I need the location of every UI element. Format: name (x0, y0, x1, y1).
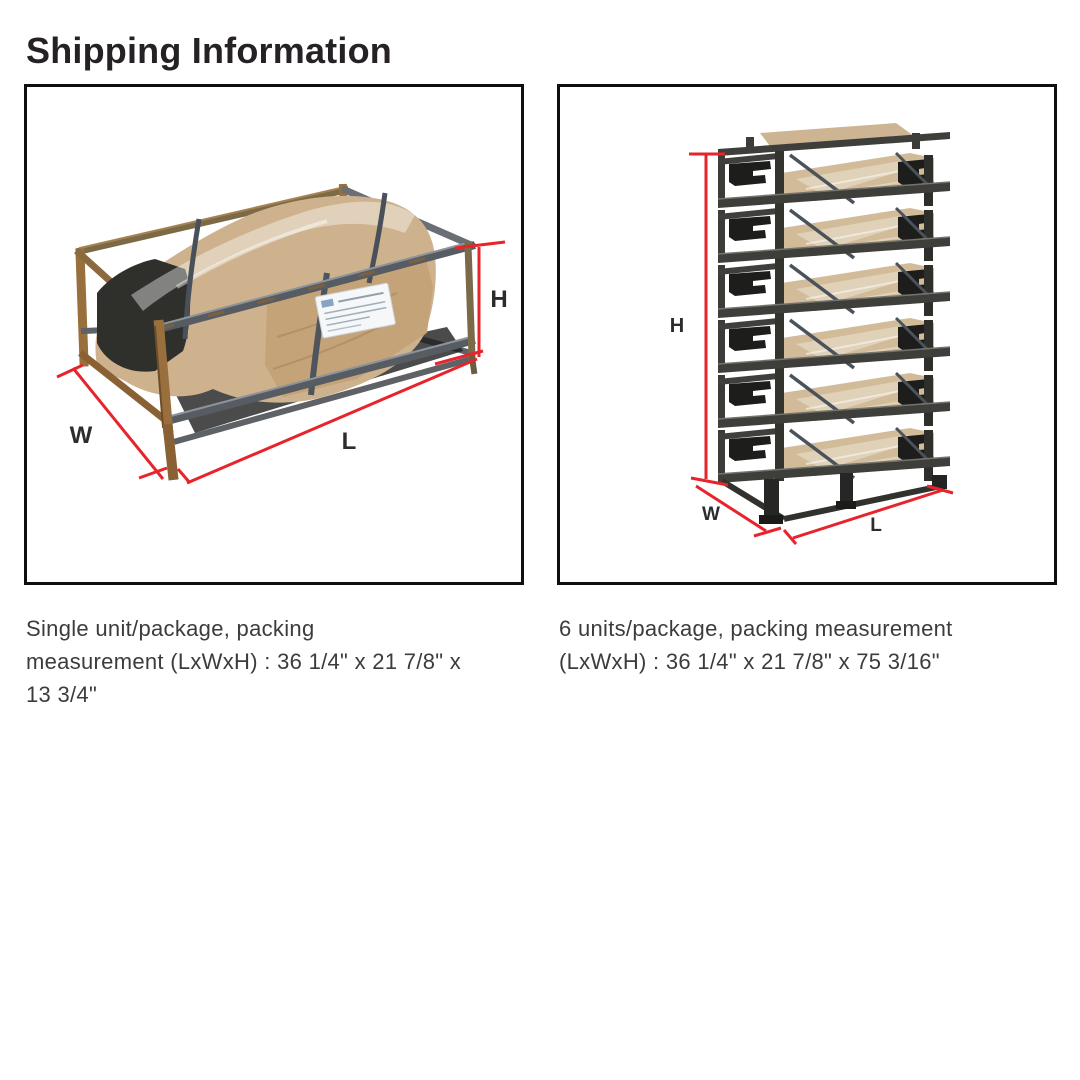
page-title: Shipping Information (26, 30, 392, 72)
dimension-line-length (176, 357, 478, 485)
dimension-line-height (689, 152, 729, 487)
rack-unit-2 (716, 204, 952, 265)
dimension-line-length (782, 484, 954, 545)
dimension-line-width (56, 363, 168, 480)
crate-front-frame (78, 240, 478, 481)
rack-unit-5 (716, 369, 952, 430)
dimension-label-h: H (670, 315, 684, 337)
rack-unit-3 (716, 259, 952, 320)
single-unit-caption: Single unit/package, packing measurement… (26, 612, 532, 711)
dimension-label-l: L (342, 428, 357, 455)
six-unit-photo: H W L (670, 123, 954, 545)
package-dark-end (97, 259, 191, 372)
dimension-label-l: L (870, 515, 882, 536)
dimension-label-w: W (70, 422, 93, 449)
rack-unit-1 (716, 149, 952, 210)
dimension-line-height (434, 240, 506, 366)
shipping-label (314, 282, 396, 339)
single-unit-photo: H W L (56, 183, 508, 485)
dimension-lines (56, 240, 506, 485)
six-unit-photo-frame: H W L (557, 84, 1057, 585)
dimension-label-h: H (490, 286, 507, 313)
caption-line: (LxWxH) : 36 1/4" x 21 7/8" x 75 3/16" (559, 649, 940, 674)
caption-line: measurement (LxWxH) : 36 1/4" x 21 7/8" … (26, 649, 462, 674)
caption-line: 13 3/4" (26, 682, 98, 707)
rack-unit-6 (716, 424, 952, 485)
rack-unit-4 (716, 314, 952, 375)
rack-stack (716, 123, 952, 524)
top-package-peek (760, 123, 918, 149)
caption-line: Single unit/package, packing (26, 616, 315, 641)
single-unit-photo-frame: H W L (24, 84, 524, 585)
dimension-lines (689, 152, 954, 545)
caption-line: 6 units/package, packing measurement (559, 616, 953, 641)
dimension-label-w: W (702, 504, 720, 525)
dimension-line-width (695, 484, 782, 538)
six-unit-caption: 6 units/package, packing measurement (Lx… (559, 612, 1065, 678)
rack-base-legs (720, 473, 947, 524)
